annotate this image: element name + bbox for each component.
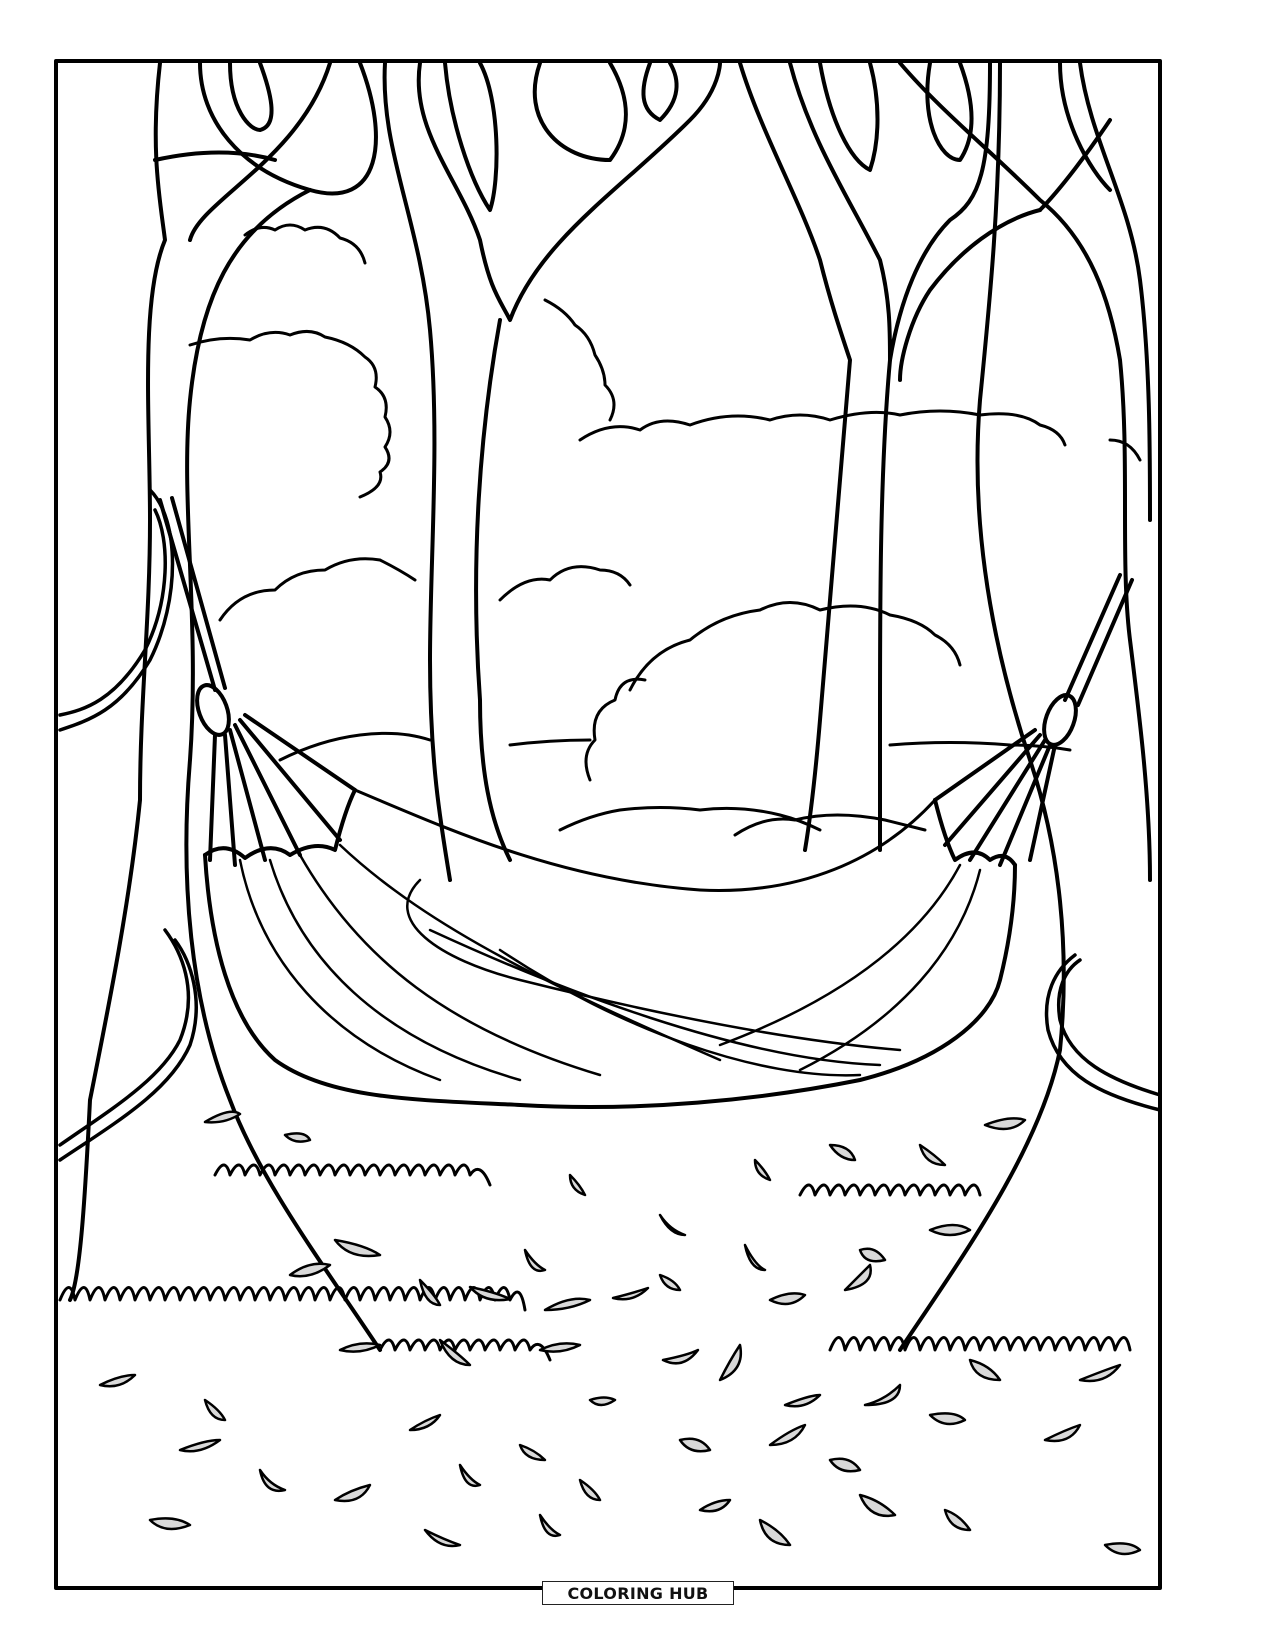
grass bbox=[58, 1163, 1132, 1362]
falling-leaves bbox=[98, 1110, 1142, 1556]
brand-label: COLORING HUB bbox=[542, 1581, 734, 1605]
vines bbox=[58, 488, 1162, 1162]
hammock bbox=[203, 788, 1017, 1109]
hammock-ropes bbox=[158, 496, 1134, 867]
background-bushes bbox=[188, 223, 1142, 837]
trees bbox=[68, 61, 1152, 1352]
